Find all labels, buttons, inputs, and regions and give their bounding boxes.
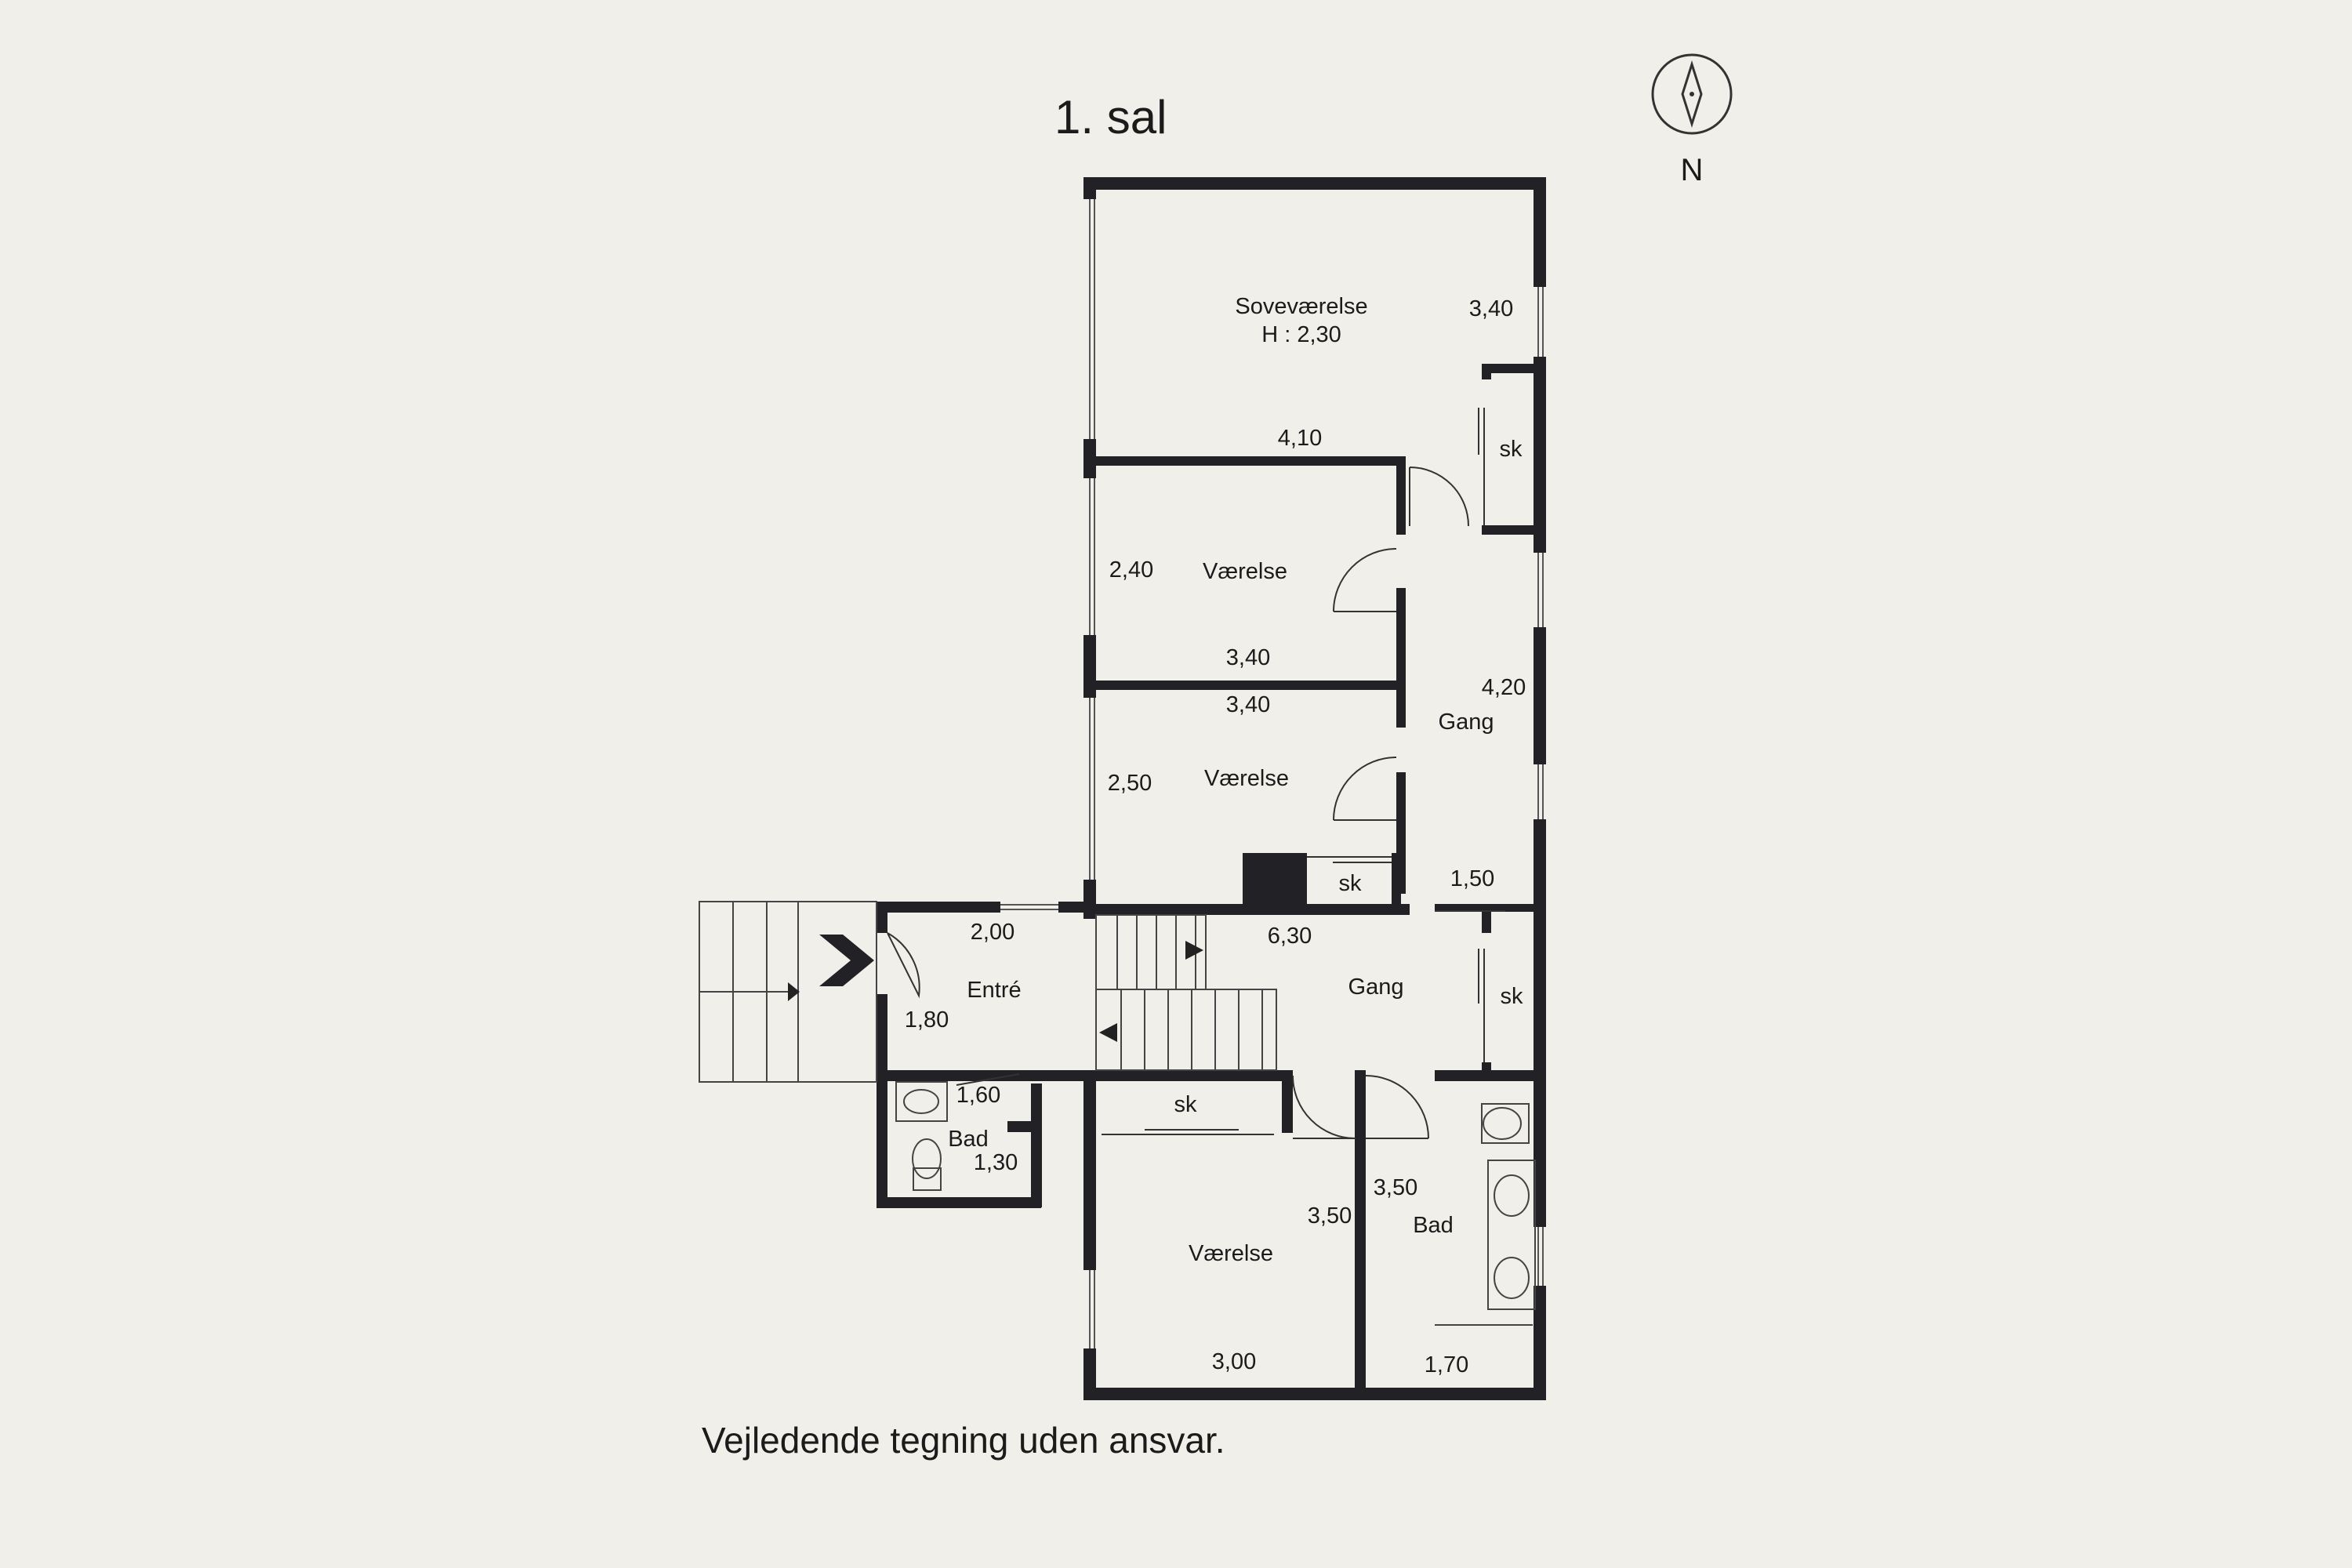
room-entre-dim-2: 1,80 — [905, 1007, 949, 1033]
closet-label-4: sk — [1174, 1092, 1198, 1117]
compass-icon — [1651, 53, 1733, 135]
room-gang-upper-name: Gang — [1439, 710, 1494, 735]
room-labels: Soveværelse H : 2,30 3,40 4,10 Værelse 2… — [905, 294, 1526, 1377]
fixtures — [895, 1081, 1536, 1326]
walls — [877, 177, 1546, 1400]
stair-down-arrow-icon — [1099, 1023, 1117, 1042]
room-vaerelse-3-dim-2: 3,00 — [1212, 1349, 1256, 1374]
room-vaerelse-3-dim-1: 3,50 — [1308, 1203, 1352, 1229]
room-bad-large-name: Bad — [1413, 1213, 1454, 1238]
room-sovevaerelse-name: Soveværelse — [1235, 294, 1367, 319]
room-vaerelse-2-dim-1: 3,40 — [1226, 692, 1270, 717]
room-bad-large-dim-1: 3,50 — [1374, 1175, 1417, 1200]
room-vaerelse-2-name: Værelse — [1204, 766, 1289, 791]
room-vaerelse-2-dim-2: 2,50 — [1108, 771, 1152, 796]
room-entre-dim-1: 2,00 — [971, 920, 1014, 945]
entrance-marker-icon — [819, 935, 874, 986]
windows — [1000, 199, 1544, 1348]
disclaimer: Vejledende tegning uden ansvar. — [702, 1420, 1225, 1461]
closet-label-1: sk — [1500, 437, 1523, 462]
entrance-steps — [699, 901, 877, 1083]
room-gang-upper-dim-2: 1,50 — [1450, 866, 1494, 891]
room-gang-lower-name: Gang — [1348, 975, 1404, 1000]
doors — [887, 408, 1505, 1139]
room-sovevaerelse-height: H : 2,30 — [1261, 322, 1341, 347]
room-sovevaerelse-dim-2: 4,10 — [1278, 426, 1322, 451]
room-gang-upper-dim-1: 4,20 — [1482, 675, 1526, 700]
room-bad-small-dim-2: 1,30 — [974, 1150, 1018, 1175]
room-vaerelse-1-dim-1: 2,40 — [1109, 557, 1153, 583]
room-vaerelse-1-name: Værelse — [1203, 559, 1287, 584]
floor-title: 1. sal — [1054, 91, 1167, 143]
room-vaerelse-1-dim-2: 3,40 — [1226, 645, 1270, 670]
inner-stairs — [1095, 914, 1277, 1071]
room-bad-small-dim-1: 1,60 — [956, 1083, 1000, 1108]
compass-north-label: N — [1681, 153, 1704, 187]
room-entre-name: Entré — [967, 978, 1021, 1003]
closet-label-2: sk — [1339, 871, 1363, 896]
room-bad-small-name: Bad — [948, 1127, 989, 1152]
stair-up-arrow-icon — [1185, 941, 1203, 960]
room-gang-lower-dim-1: 6,30 — [1268, 924, 1312, 949]
closet-label-3: sk — [1501, 984, 1524, 1009]
room-sovevaerelse-dim-1: 3,40 — [1469, 296, 1513, 321]
room-vaerelse-3-name: Værelse — [1189, 1241, 1273, 1266]
step-arrow-icon — [788, 982, 800, 1001]
room-bad-large-dim-2: 1,70 — [1425, 1352, 1468, 1377]
